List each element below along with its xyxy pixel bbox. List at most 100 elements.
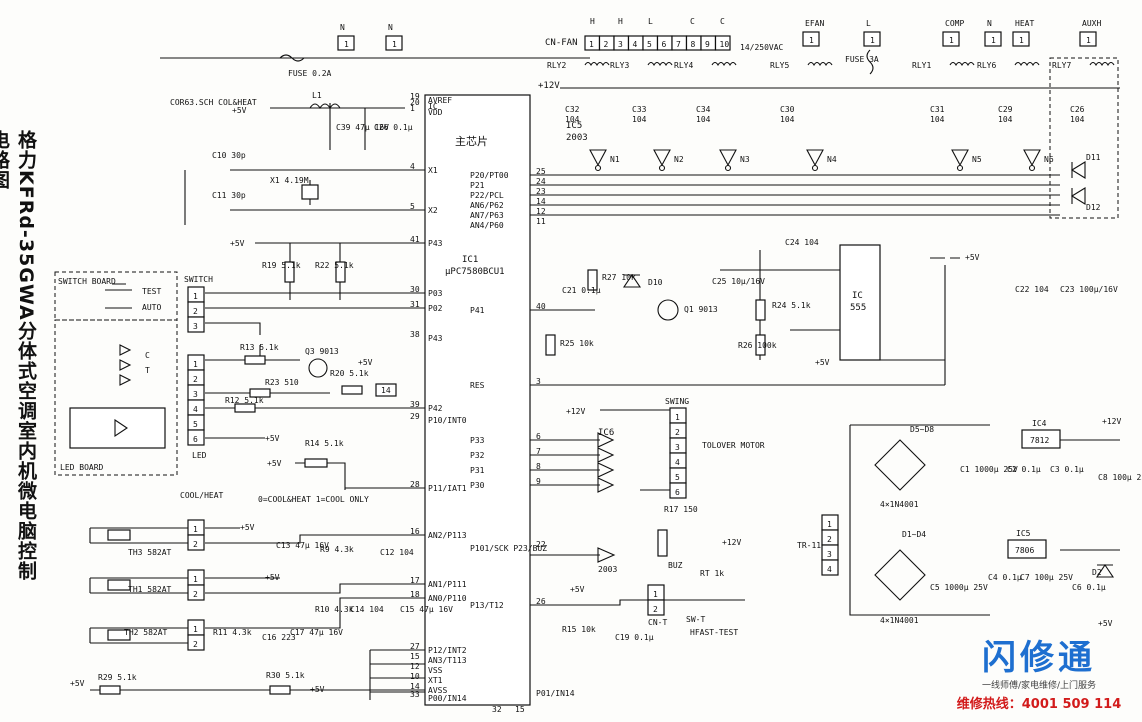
svg-text:R22 5.1k: R22 5.1k [315, 261, 354, 270]
ic1-pin-number: 14 [410, 682, 420, 691]
ic5-driver-part: 2003 [566, 133, 588, 143]
r11-resistor: R11 4.3k [213, 628, 252, 637]
r19-resistor: R19 5.1k [262, 261, 301, 283]
svg-text:3: 3 [827, 550, 832, 559]
ic1-pin-29: 29 P10/INT0 [410, 412, 467, 425]
svg-text:1: 1 [809, 36, 814, 45]
ic5-driver-name: IC5 [566, 121, 582, 131]
terminal-efan: EFAN 1 [802, 19, 824, 47]
ic4-regulator: IC4 7812 [1021, 419, 1061, 449]
svg-text:R30 5.1k: R30 5.1k [266, 671, 305, 680]
ic1-pin-name: RES [470, 381, 485, 390]
tr-pins-pin-4: 4 [821, 559, 839, 576]
svg-text:L: L [866, 19, 871, 28]
ic1-pin-number: 9 [536, 477, 541, 486]
svg-text:R25 10k: R25 10k [560, 339, 594, 348]
c7-cap: C7 100μ 25V [1020, 573, 1073, 582]
svg-text:D12: D12 [1086, 203, 1101, 212]
svg-text:N: N [340, 23, 345, 32]
svg-text:1: 1 [344, 40, 349, 49]
swing-pins-pin-4: 4 [669, 452, 687, 469]
ic1-pin-number: 29 [410, 412, 420, 421]
c15-cap: C15 47μ 16V [400, 605, 453, 614]
svg-text:R19 5.1k: R19 5.1k [262, 261, 301, 270]
ic1-pin-name: AN3/T113 [428, 656, 467, 665]
r30-resistor: R30 5.1k [266, 671, 305, 695]
service-hotline: 维修热线：4001 509 114 [956, 697, 1122, 712]
svg-text:1: 1 [949, 36, 954, 45]
ic1-pin-name: P10/INT0 [428, 416, 467, 425]
buz-label: BUZ [668, 561, 683, 570]
crystal-oscillator: C10 30p C11 30p X1 4.19M [212, 151, 319, 200]
ic1-pin-name: P101/SCK P23/BUZ [470, 544, 547, 553]
svg-text:R13 5.1k: R13 5.1k [240, 343, 279, 352]
svg-text:R23 510: R23 510 [265, 378, 299, 387]
ic1-pin-number: 5 [410, 202, 415, 211]
svg-text:4: 4 [633, 40, 638, 49]
cn-t-label: CN-T [648, 618, 667, 627]
brand-name: 闪修通 [982, 638, 1096, 678]
ic1-part: μPC7580BCU1 [445, 267, 505, 277]
svg-text:1: 1 [392, 40, 397, 49]
c5-cap: C5 1000μ 25V [930, 583, 988, 592]
ic6-inverters [597, 432, 615, 493]
ic1-pin-name: P11/IAT1 [428, 484, 467, 493]
tr-pins-pin-1: 1 [821, 514, 839, 531]
terminal-n: N1 [337, 23, 355, 51]
sw-t-label: SW-T [686, 615, 705, 624]
diagram-title: 格力KFRd-35GWA分体式空调室内机微电脑控制电路图 [0, 130, 37, 581]
svg-text:COMP: COMP [945, 19, 964, 28]
ic1-pin-name: P42 [428, 404, 443, 413]
ic1-pin-number: P01/IN14 [536, 689, 575, 698]
svg-text:4: 4 [193, 405, 198, 414]
svg-text:IC5: IC5 [1016, 529, 1031, 538]
ic1-label: 主芯片 [455, 134, 488, 148]
ic1-pin-name: P22/PCL [470, 191, 504, 200]
tr-pins-pin-3: 3 [821, 544, 839, 561]
c4-cap: C4 0.1μ [988, 573, 1022, 582]
led-pins-pin-2: 2 [187, 369, 205, 386]
swing-pins-pin-3: 3 [669, 437, 687, 454]
svg-text:EFAN: EFAN [805, 19, 824, 28]
c2-cap: C2 0.1μ [1007, 465, 1041, 474]
switch-connector: 123 [187, 286, 205, 333]
ic1-pin-number: 38 [410, 330, 420, 339]
svg-text:1: 1 [193, 360, 198, 369]
cool-heat-options: 0=COOL&HEAT 1=COOL ONLY [258, 495, 369, 504]
svg-text:2: 2 [193, 640, 198, 649]
svg-text:7806: 7806 [1015, 546, 1034, 555]
c21-cap: C21 0.1μ [562, 286, 601, 295]
svg-text:1: 1 [675, 413, 680, 422]
svg-text:C: C [145, 351, 150, 360]
svg-text:9: 9 [705, 40, 710, 49]
relay-rly3: RLY3 [610, 61, 673, 70]
svg-text:C31: C31 [930, 105, 945, 114]
ic1-pin-name: AN4/P60 [470, 221, 504, 230]
driver-n1: N1 [589, 149, 620, 172]
r22-resistor: R22 5.1k [315, 261, 354, 283]
ic1-pin-number: 11 [536, 217, 546, 226]
svg-text:N: N [987, 19, 992, 28]
svg-text:C29: C29 [998, 105, 1013, 114]
svg-text:N5: N5 [972, 155, 982, 164]
ic1-pin-name: VSS [428, 666, 443, 675]
svg-text:C26: C26 [1070, 105, 1085, 114]
supply-12v-swing: +12V [566, 407, 585, 416]
svg-text:1: 1 [1086, 36, 1091, 45]
cn-fan-pin: 8 [685, 35, 702, 51]
svg-text:2: 2 [675, 428, 680, 437]
fuse-0-2a: FUSE 0.2A [279, 54, 332, 78]
